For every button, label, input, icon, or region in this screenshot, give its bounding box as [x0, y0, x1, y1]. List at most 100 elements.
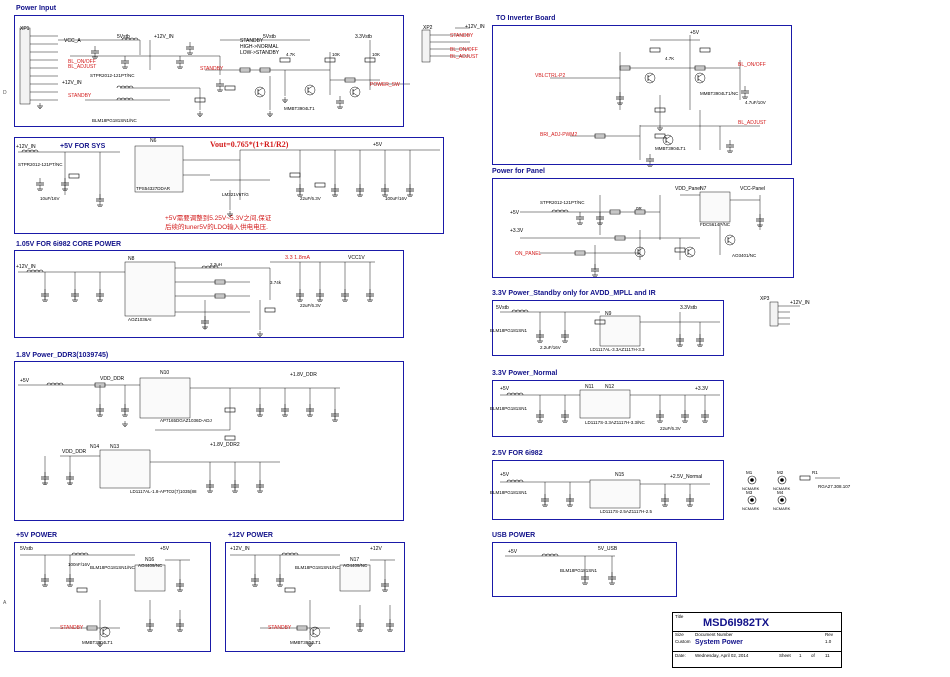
- net-vcc-panel: VCC-Panel: [740, 186, 766, 192]
- block-title-power-input: Power Input: [16, 5, 57, 12]
- block-5v-power: [14, 542, 211, 652]
- size-label: Size: [675, 632, 684, 637]
- net-12v-xp3: +12V_IN: [790, 300, 810, 306]
- val-r47k-inv: 4.7K: [665, 56, 675, 61]
- net-12v-out: +12V: [370, 546, 382, 552]
- rev-value: 1.0: [825, 639, 832, 644]
- part-blm-usb: BLM18PG181SN1: [560, 568, 598, 573]
- size-value: Custom: [675, 639, 691, 644]
- block-title-panel: Power for Panel: [492, 168, 545, 175]
- of-label: of: [811, 653, 815, 658]
- part-ao4409-5v: AO4409/NC: [138, 563, 163, 568]
- mark-m3: M3: [746, 490, 753, 495]
- block-normal33: [492, 380, 724, 437]
- part-xp2: XP2: [423, 25, 433, 31]
- part-mmbt-inv2: MMBT3904LT1: [655, 146, 686, 151]
- net-5v-usb: 5V_USB: [598, 546, 618, 552]
- part-ao4409-12v: AO4409/NC: [343, 563, 368, 568]
- net-5vstb-sb: 5Vstb: [496, 305, 509, 311]
- net-vdd-ddr: VDD_DDR: [100, 376, 125, 382]
- part-n12: N12: [605, 384, 615, 390]
- part-n16: N16: [145, 557, 155, 563]
- part-fdc: FDC5614P/NC: [700, 222, 731, 227]
- part-ld25: LD1117S-2.5AZ1117H-2.5: [600, 509, 652, 514]
- part-ld3: LD1117AL-3.3AZ1117H-3.3: [590, 347, 645, 352]
- val-r10k: 10K: [332, 52, 341, 57]
- part-mmbt-inv: MMBT3904LT1/NC: [700, 91, 739, 96]
- block-panel: [492, 178, 794, 278]
- net-5v-5v: +5V: [160, 546, 170, 552]
- val-c22u-norm: 22uF/6.3V: [660, 426, 681, 431]
- val-l-core: 2.2uH: [210, 262, 223, 267]
- net-vblctrl: VBLCTRL-P2: [535, 73, 566, 79]
- net-5v-25: +5V: [500, 472, 510, 478]
- val-c22u16: 2.2uF/16V: [540, 345, 561, 350]
- val-c10u: 10uF/16V: [40, 196, 60, 201]
- block-title-5v-sys: +5V FOR SYS: [60, 143, 106, 150]
- net-3v-current: 3.3 1.8mA: [285, 255, 311, 261]
- net-bl-onoff-inv: BL_ON/OFF: [738, 62, 766, 68]
- net-33-norm: +3.3V: [695, 386, 709, 392]
- val-c100u: 100uF/16V: [385, 196, 408, 201]
- part-lm: LM321V6T/G: [222, 192, 249, 197]
- part-n13: N13: [110, 444, 120, 450]
- block-title-12v-power: +12V POWER: [228, 532, 273, 539]
- part-blm-5v: BLM18PG181SN1/NC: [90, 565, 135, 570]
- val-r0: 0R: [636, 206, 642, 211]
- note-5v-line1: +5V需要调整到5.25V~5.3V之间,保证: [165, 215, 272, 222]
- mark-nomark-2: NCMARK: [773, 486, 791, 491]
- val-r47k: 4.7K: [286, 52, 296, 57]
- block-standby33: [492, 300, 724, 356]
- part-n15: N15: [615, 472, 625, 478]
- part-mmbt-5v: MMBT3904LT1: [82, 640, 113, 645]
- val-r10k-2: 10K: [372, 52, 381, 57]
- part-blm-sb: BLM18PG181SN1: [490, 328, 528, 333]
- part-ao3401: AO3401/NC: [732, 253, 757, 258]
- val-c22u: 22uF/6.3V: [300, 196, 321, 201]
- r1-label: R1: [812, 470, 818, 475]
- block-title-ddr3: 1.8V Power_DDR3(1039745): [16, 352, 109, 359]
- net-standby: STANDBY: [68, 93, 92, 99]
- block-title-usb: USB POWER: [492, 532, 536, 539]
- part-blm-norm: BLM18PG181SN1: [490, 406, 528, 411]
- net-12v-core: +12V_IN: [16, 264, 36, 270]
- date-value: Wednesday, April 02, 2014: [695, 653, 749, 658]
- part-ld33: LD1117S-3.3AZ1117H-3.3/NC: [585, 420, 645, 425]
- part-blm-12v: BLM18PG181SN1/NC: [295, 565, 340, 570]
- part-stps-in: STPR2012-121PT/NC: [90, 73, 135, 78]
- row-ref: A: [3, 600, 7, 606]
- net-12v-sys: +12V_IN: [16, 144, 36, 150]
- part-n17: N17: [350, 557, 360, 563]
- net-25n: +2.5V_Normal: [670, 474, 703, 480]
- net-5v-usb-in: +5V: [508, 549, 518, 555]
- block-usb: [492, 542, 677, 597]
- net-33-panel: +3.3V: [510, 228, 524, 234]
- project-name: MSD6I982TX: [703, 617, 770, 629]
- mark-nomark-4: NCMARK: [773, 506, 791, 511]
- net-bl-onoff-xp2: BL_ON/OFF: [450, 47, 478, 53]
- part-n8: N8: [128, 256, 135, 262]
- net-5v-inv: +5V: [690, 30, 700, 36]
- block-title-standby33: 3.3V Power_Standby only for AVDD_MPLL an…: [492, 290, 656, 297]
- part-tps: TPS54327DDAR: [136, 186, 171, 191]
- val-c47u: 4.7uF/10V: [745, 100, 766, 105]
- part-n7: N7: [700, 186, 707, 192]
- part-stps-panel: STPR2012-121PT/NC: [540, 200, 585, 205]
- net-12v-xp2: +12V_IN: [465, 24, 485, 30]
- block-title-inverter: TO Inverter Board: [496, 15, 556, 22]
- mark-m2: M2: [777, 470, 784, 475]
- block-title-5v-power: +5V POWER: [16, 532, 58, 539]
- net-standby-5v: STANDBY: [60, 625, 84, 631]
- val-3-74k: 3.74k: [270, 280, 282, 285]
- title-block: Title MSD6I982TX Size Custom Document Nu…: [672, 612, 842, 668]
- mark-nomark-1: NCMARK: [742, 486, 760, 491]
- r1-value: RGA27.308.107: [818, 484, 851, 489]
- net-vdd-panel: VDD_Panel: [675, 186, 702, 192]
- part-xp1: XP1: [20, 26, 30, 32]
- block-title-25v: 2.5V FOR 6i982: [492, 450, 543, 457]
- part-stps-sys: STPR2012-121PT/NC: [18, 162, 63, 167]
- sheet-number: 1: [799, 653, 802, 658]
- net-power-sw: POWER_SW: [370, 82, 400, 88]
- vout-formula: Vout=0.765*(1+R1/R2): [210, 140, 289, 149]
